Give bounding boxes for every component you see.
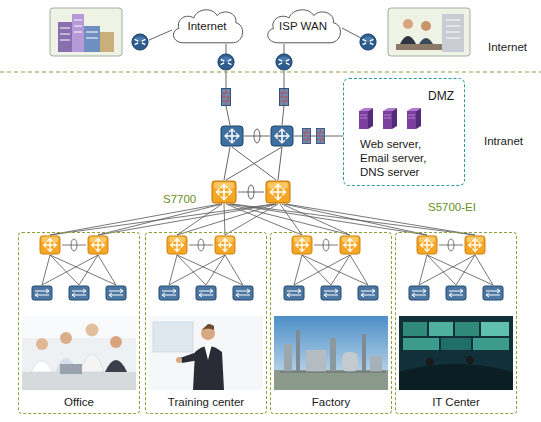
edge-switch-icon xyxy=(409,286,429,300)
server-list: Web server, Email server, DNS server xyxy=(360,137,442,179)
wan-links xyxy=(149,28,361,199)
firewall-icon xyxy=(317,128,325,143)
server-icon xyxy=(359,108,373,129)
edge-switch-icon xyxy=(358,286,378,300)
device-model-label: S5700-EI xyxy=(428,201,476,214)
edge-switch-icon xyxy=(483,286,503,300)
router-icon xyxy=(132,34,148,50)
core-switch-icon xyxy=(271,126,293,146)
factory-photo xyxy=(274,316,388,390)
site-group: Training center xyxy=(145,232,267,414)
edge-switch-icon xyxy=(284,286,304,300)
edge-switch-icon xyxy=(32,286,52,300)
site-caption: Factory xyxy=(271,396,391,409)
site-caption: Office xyxy=(19,396,139,409)
it-center-photo xyxy=(399,316,513,390)
router-icon xyxy=(218,54,234,70)
dmz-zone: DMZ Web server, Email server, DNS server xyxy=(343,78,465,186)
core-switch-icon xyxy=(221,126,243,146)
server-icon xyxy=(407,108,421,129)
site-group: Factory xyxy=(270,232,392,414)
cloud-outline xyxy=(268,10,341,43)
office-photo xyxy=(22,316,136,390)
access-switch-icon xyxy=(40,236,60,254)
partner-photo xyxy=(388,8,470,56)
access-switch-icon xyxy=(292,236,312,254)
access-switch-icon xyxy=(167,236,187,254)
firewall-icon xyxy=(222,89,231,106)
aggregation-switch-icon xyxy=(212,181,236,203)
zone-label: Intranet xyxy=(484,135,523,148)
edge-switch-icon xyxy=(446,286,466,300)
access-switch-icon xyxy=(465,236,485,254)
server-icon xyxy=(383,108,397,129)
zone-label: Internet xyxy=(488,41,527,54)
site-group: Office xyxy=(18,232,140,414)
zone-divider xyxy=(0,71,541,72)
firewall-icon xyxy=(303,128,311,143)
device-model-label: S7700 xyxy=(163,193,196,206)
cloud-label: ISP WAN xyxy=(279,20,327,33)
training-photo xyxy=(149,316,263,390)
edge-switch-icon xyxy=(69,286,89,300)
access-links xyxy=(42,204,493,285)
router-icon xyxy=(276,54,292,70)
cloud-outline xyxy=(173,10,242,43)
edge-switch-icon xyxy=(106,286,126,300)
edge-switch-icon xyxy=(159,286,179,300)
access-switch-icon xyxy=(417,236,437,254)
aggregation-switch-icon xyxy=(266,181,290,203)
access-switch-icon xyxy=(340,236,360,254)
router-icon xyxy=(360,34,376,50)
firewall-icon xyxy=(280,89,289,106)
cloud-node: Internet xyxy=(168,6,246,46)
edge-switch-icon xyxy=(196,286,216,300)
access-switch-icon xyxy=(88,236,108,254)
site-caption: IT Center xyxy=(396,396,516,409)
access-switch-icon xyxy=(215,236,235,254)
edge-switch-icon xyxy=(233,286,253,300)
site-group: IT Center xyxy=(395,232,517,414)
cloud-label: Internet xyxy=(188,20,227,33)
cloud-node: ISP WAN xyxy=(262,6,344,46)
site-caption: Training center xyxy=(146,396,266,409)
edge-switch-icon xyxy=(321,286,341,300)
enterprise-photo xyxy=(50,8,122,56)
zone-title: DMZ xyxy=(428,89,454,103)
